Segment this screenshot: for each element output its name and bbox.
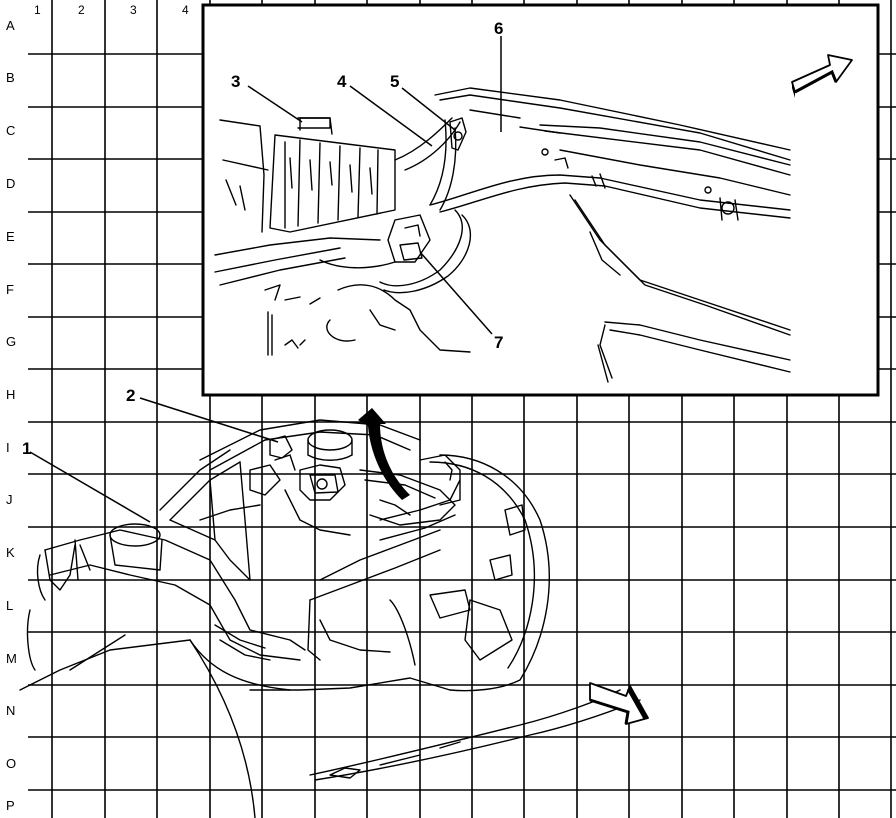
vehicle-front-end (19, 419, 641, 818)
row-label: I (6, 440, 10, 455)
callout-number: 1 (22, 439, 31, 458)
row-label: J (6, 492, 13, 507)
row-label: E (6, 229, 15, 244)
row-label: D (6, 176, 15, 191)
callout-7: 7 (419, 251, 503, 352)
row-label: N (6, 703, 15, 718)
row-labels: A B C D E F G H I J K L M N O P (6, 18, 17, 813)
row-label: F (6, 282, 14, 297)
callout-number: 6 (494, 19, 503, 38)
column-label: 3 (130, 3, 137, 17)
direction-arrow-icon (589, 682, 649, 725)
inset-drawing (214, 87, 791, 383)
row-label: M (6, 651, 17, 666)
callout-4: 4 (337, 72, 433, 147)
row-label: B (6, 70, 15, 85)
column-label: 4 (182, 3, 189, 17)
callout-number: 4 (337, 72, 347, 91)
row-label: C (6, 123, 15, 138)
direction-arrow-icon (791, 54, 853, 98)
callout-2: 2 (126, 386, 279, 443)
callout-3: 3 (231, 72, 303, 123)
callout-number: 5 (390, 72, 399, 91)
row-label: K (6, 545, 15, 560)
callout-1: 1 (22, 439, 151, 523)
curved-arrow-icon (358, 408, 410, 500)
callout-5: 5 (390, 72, 456, 131)
callout-number: 7 (494, 333, 503, 352)
row-label: O (6, 756, 16, 771)
row-label: H (6, 387, 15, 402)
callout-6: 6 (494, 19, 503, 132)
callout-number: 2 (126, 386, 135, 405)
detail-inset: 3 4 5 6 7 (201, 3, 880, 397)
row-label: A (6, 18, 15, 33)
column-label: 1 (34, 3, 41, 17)
callout-number: 3 (231, 72, 240, 91)
column-label: 2 (78, 3, 85, 17)
row-label: P (6, 798, 15, 813)
inset-frame (201, 3, 880, 397)
row-label: G (6, 334, 16, 349)
row-label: L (6, 598, 13, 613)
